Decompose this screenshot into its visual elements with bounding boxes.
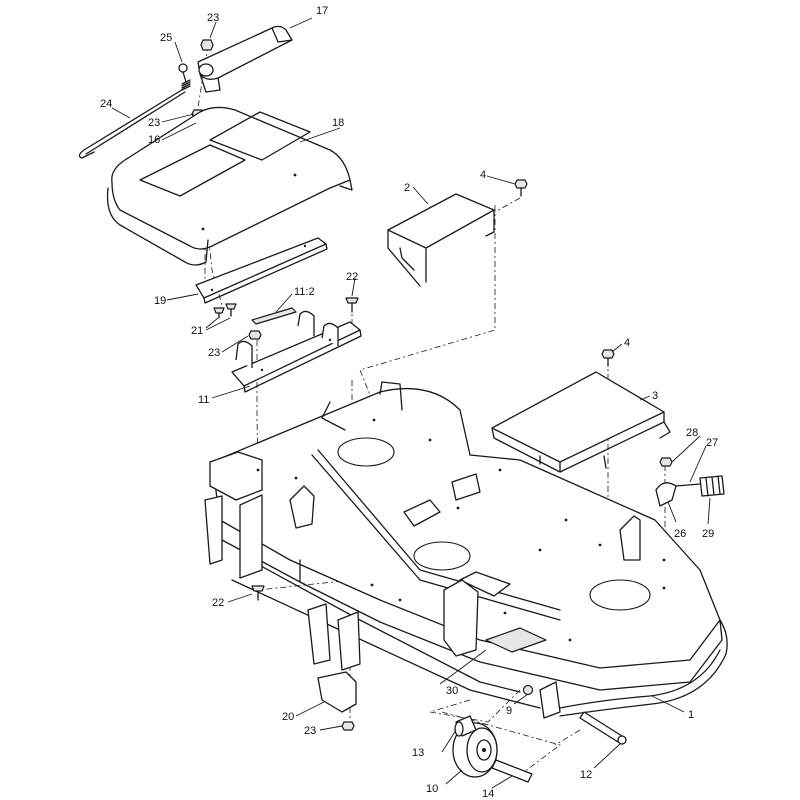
callout-18: 18	[332, 117, 344, 129]
callout-11: 11	[198, 394, 209, 406]
callout-20: 20	[282, 711, 294, 723]
axle-tube-14	[491, 759, 533, 783]
callout-21: 21	[191, 325, 203, 337]
mower-deck	[204, 381, 725, 719]
callout-22-lower: 22	[212, 597, 224, 609]
spacer-13	[454, 715, 477, 737]
bolt-4-top	[514, 179, 528, 197]
belt-cover-2	[387, 193, 495, 287]
bracket-20	[317, 671, 357, 713]
callout-17: 17	[316, 5, 328, 17]
bracket-17	[197, 25, 293, 93]
callout-2: 2	[404, 182, 410, 194]
callout-16: 16	[148, 134, 160, 146]
wheel-10	[452, 722, 498, 778]
nut-23-top	[200, 39, 214, 51]
callout-12: 12	[580, 769, 592, 781]
callout-23-bottom: 23	[304, 725, 316, 737]
callout-23-mid: 23	[148, 117, 160, 129]
spindle-opening-center	[413, 541, 471, 571]
pad-11-2	[251, 307, 297, 325]
tensioner-assembly	[655, 457, 725, 507]
bolt-22-lower	[251, 585, 265, 601]
spring-25	[178, 63, 191, 91]
rod-24	[78, 87, 186, 159]
callout-22-top: 22	[346, 271, 358, 283]
callout-24: 24	[100, 98, 112, 110]
callout-19: 19	[154, 295, 166, 307]
callout-28: 28	[686, 427, 698, 439]
callout-29: 29	[702, 528, 714, 540]
nut-9	[522, 684, 534, 696]
callout-30: 30	[446, 685, 458, 697]
callout-labels: 17 23 25 24 23 16 18 2 4 22 11:2 19 21 2…	[100, 5, 718, 800]
callout-4-right: 4	[624, 337, 630, 349]
callout-3: 3	[652, 390, 658, 402]
nut-23-bottom	[341, 721, 355, 731]
nut-23-plate	[248, 330, 262, 340]
deck-cover-3	[491, 371, 671, 473]
callout-23-plate: 23	[208, 347, 220, 359]
bolt-4-right	[601, 349, 615, 367]
spindle-opening-left	[337, 437, 395, 467]
callout-1: 1	[688, 709, 694, 721]
callout-13: 13	[412, 747, 424, 759]
bolt-22-top	[345, 297, 359, 313]
callout-23-top: 23	[207, 12, 219, 24]
pad-30	[485, 627, 547, 653]
plate-19	[195, 237, 328, 304]
bolts-21	[213, 303, 237, 319]
mount-plate-11	[231, 310, 362, 393]
callout-25: 25	[160, 32, 172, 44]
axle-bolt-12	[579, 711, 627, 745]
callout-27: 27	[706, 437, 718, 449]
callout-9: 9	[506, 705, 512, 717]
callout-14: 14	[482, 788, 494, 800]
callout-4-top: 4	[480, 169, 486, 181]
callout-11-2: 11:2	[294, 286, 315, 298]
spindle-opening-right	[589, 579, 651, 611]
callout-10: 10	[426, 783, 438, 795]
callout-26: 26	[674, 528, 686, 540]
cover-18	[106, 106, 353, 266]
leader-lines	[111, 17, 711, 789]
